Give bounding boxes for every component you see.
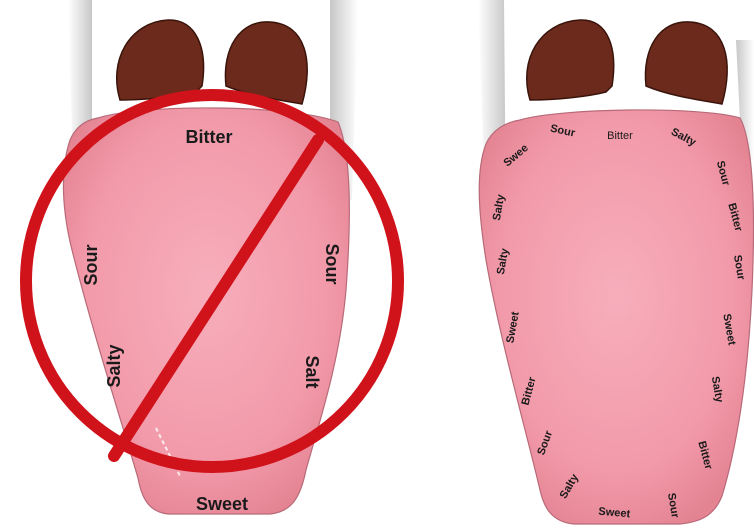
right-tongue-diagram: Swee Salty Salty Sweet Bitter Sour Salty… bbox=[478, 0, 754, 524]
left-label-sweet: Sweet bbox=[196, 494, 248, 514]
left-label-salty-left: Salty bbox=[104, 344, 124, 387]
left-tonsil-left bbox=[117, 20, 204, 100]
left-label-sour-right: Sour bbox=[322, 243, 342, 284]
left-label-bitter: Bitter bbox=[185, 127, 232, 147]
left-tongue-diagram: Bitter Sour Salty Sour Salt Sweet bbox=[26, 0, 398, 514]
right-tonsil-left bbox=[527, 20, 614, 100]
right-label-bitter-top: Bitter bbox=[607, 130, 633, 142]
left-label-salt-right: Salt bbox=[302, 355, 322, 388]
right-tonsil-right bbox=[645, 22, 727, 104]
left-label-sour-left: Sour bbox=[81, 244, 101, 285]
